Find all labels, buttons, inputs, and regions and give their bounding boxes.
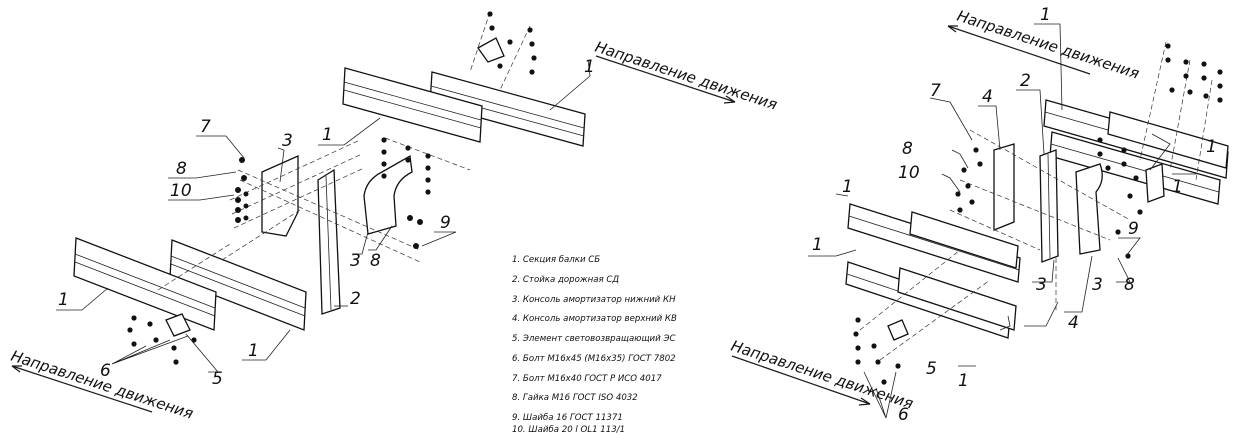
upper-beam-rear [342,67,586,147]
callout-1: 1 [958,371,969,391]
callout-7: 7 [930,81,941,101]
legend-item: 5. Элемент световозвращающий ЭС [512,334,675,344]
console-low-right [363,154,413,235]
callout-1: 1 [1040,5,1051,25]
callout-2: 2 [350,289,361,309]
callout-1: 1 [1172,177,1183,197]
callout-1: 1 [842,177,853,197]
callout-1: 1 [812,235,823,255]
legend-item: 10. Шайба 20 l OL1 113/1 [512,425,625,434]
direction-arrow-bottom-left: Направление движения [9,347,196,423]
legend-item: 6. Болт М16х45 (М16х35) ГОСТ 7802 [512,354,676,364]
bolt-clusters-right [853,43,1223,385]
callout-1: 1 [1206,137,1217,157]
callout-9: 9 [1128,219,1139,239]
left-callout-numbers: 1 1 1 1 2 3 3 5 6 7 8 8 9 10 [58,57,595,389]
callout-1: 1 [322,125,333,145]
reflector-element [165,313,191,337]
callout-10: 10 [170,181,192,201]
direction-label: Направление движения [593,38,780,114]
callout-9: 9 [440,213,451,233]
legend-item: 7. Болт М16х40 ГОСТ Р ИСО 4017 [512,374,662,384]
right-assembly: Направление движения Направление движени… [729,5,1229,425]
callout-5: 5 [926,359,937,379]
callout-3: 3 [1092,275,1103,295]
right-callout-numbers: 1 1 1 1 1 1 2 3 3 4 4 5 6 7 8 8 9 10 [812,5,1217,425]
callout-3: 3 [1036,275,1047,295]
callout-8: 8 [902,139,913,159]
right-leaders [808,23,1196,419]
callout-8: 8 [1124,275,1135,295]
callout-3: 3 [350,251,361,271]
direction-label: Направление движения [729,337,916,413]
legend-item: 1. Секция балки СБ [512,255,600,265]
parts-legend: 1. Секция балки СБ 2. Стойка дорожная СД… [512,255,677,434]
callout-7: 7 [200,117,211,137]
direction-arrow-top-left: Направление движения [593,38,780,114]
legend-item: 3. Консоль амортизатор нижний КН [512,295,676,305]
callout-4: 4 [1068,313,1079,333]
callout-2: 2 [1020,71,1031,91]
legend-item: 8. Гайка М16 ГОСТ ISO 4032 [512,393,638,403]
callout-6: 6 [100,361,111,381]
console-low-left [261,154,299,237]
direction-arrow-bottom-right: Направление движения [729,337,916,413]
callout-4: 4 [982,87,993,107]
left-leaders [56,59,591,373]
callout-8: 8 [370,251,381,271]
road-post [317,168,341,315]
legend-item: 2. Стойка дорожная СД [512,275,619,285]
legend-item: 9. Шайба 16 ГОСТ 11371 [512,413,623,423]
callout-5: 5 [212,369,223,389]
lower-beam-front [73,237,307,331]
callout-1: 1 [584,57,595,77]
callout-8: 8 [176,159,187,179]
callout-10: 10 [898,163,920,183]
bolt-clusters [127,11,537,365]
callout-1: 1 [248,341,259,361]
legend-item: 4. Консоль амортизатор верхний КВ [512,314,677,324]
fastener-lines [157,11,531,291]
callout-3: 3 [282,131,293,151]
direction-label: Направление движения [9,347,196,423]
callout-1: 1 [58,290,69,310]
callout-6: 6 [898,405,909,425]
